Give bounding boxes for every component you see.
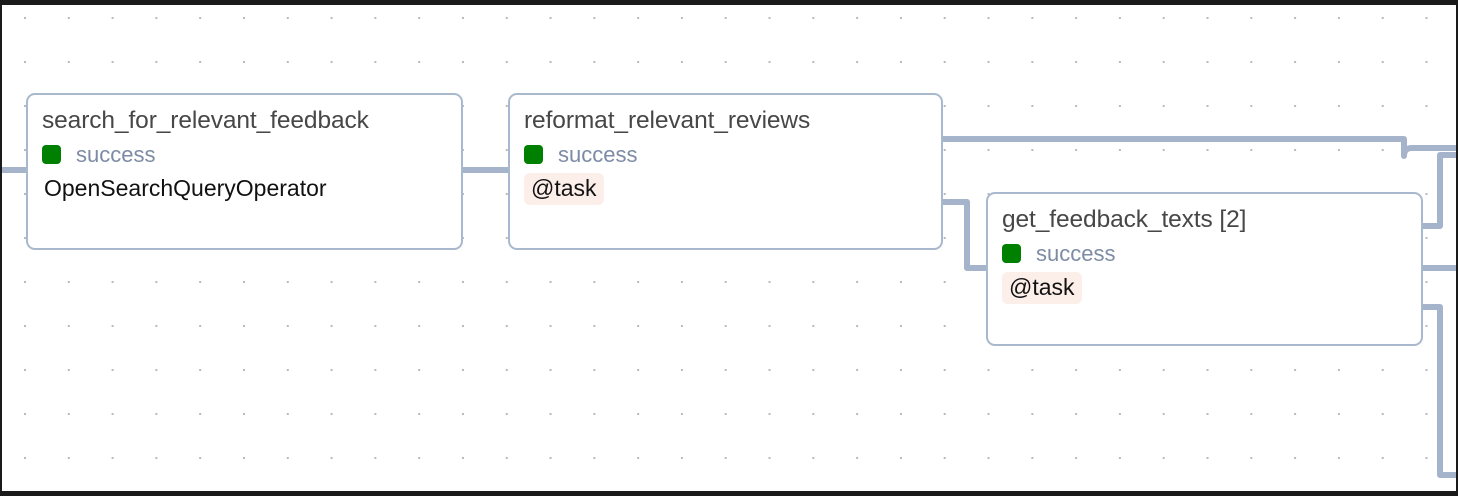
node-status-row: success — [42, 141, 447, 169]
node-type-row: @task — [524, 172, 927, 205]
node-title: search_for_relevant_feedback — [42, 107, 369, 134]
status-success-icon — [524, 145, 543, 165]
dag-node-reformat-relevant-reviews[interactable]: reformat_relevant_reviews success @task — [508, 93, 943, 250]
edge-get-feedback-right-1 — [1421, 152, 1456, 229]
node-decorator-badge: @task — [524, 172, 604, 205]
node-title: reformat_relevant_reviews — [524, 107, 811, 134]
dag-node-get-feedback-texts[interactable]: get_feedback_texts [2] success @task — [986, 192, 1423, 346]
node-type-row: @task — [1002, 271, 1407, 304]
status-label: success — [1036, 240, 1116, 266]
node-decorator-badge: @task — [1002, 271, 1082, 304]
status-success-icon — [42, 145, 61, 165]
status-label: success — [558, 141, 638, 167]
node-title: get_feedback_texts [2] — [1002, 206, 1247, 233]
node-status-row: success — [1002, 240, 1407, 268]
status-success-icon — [1002, 244, 1021, 264]
dag-node-search-for-relevant-feedback[interactable]: search_for_relevant_feedback success Ope… — [26, 93, 463, 250]
edge-reformat-to-get-feedback — [941, 199, 990, 271]
node-type-row: OpenSearchQueryOperator — [42, 174, 447, 204]
node-status-row: success — [524, 141, 927, 169]
node-operator-label: OpenSearchQueryOperator — [44, 175, 327, 202]
edge-get-feedback-right-3 — [1421, 304, 1456, 478]
edge-reformat-to-right-top — [941, 136, 1456, 159]
status-label: success — [76, 141, 156, 167]
